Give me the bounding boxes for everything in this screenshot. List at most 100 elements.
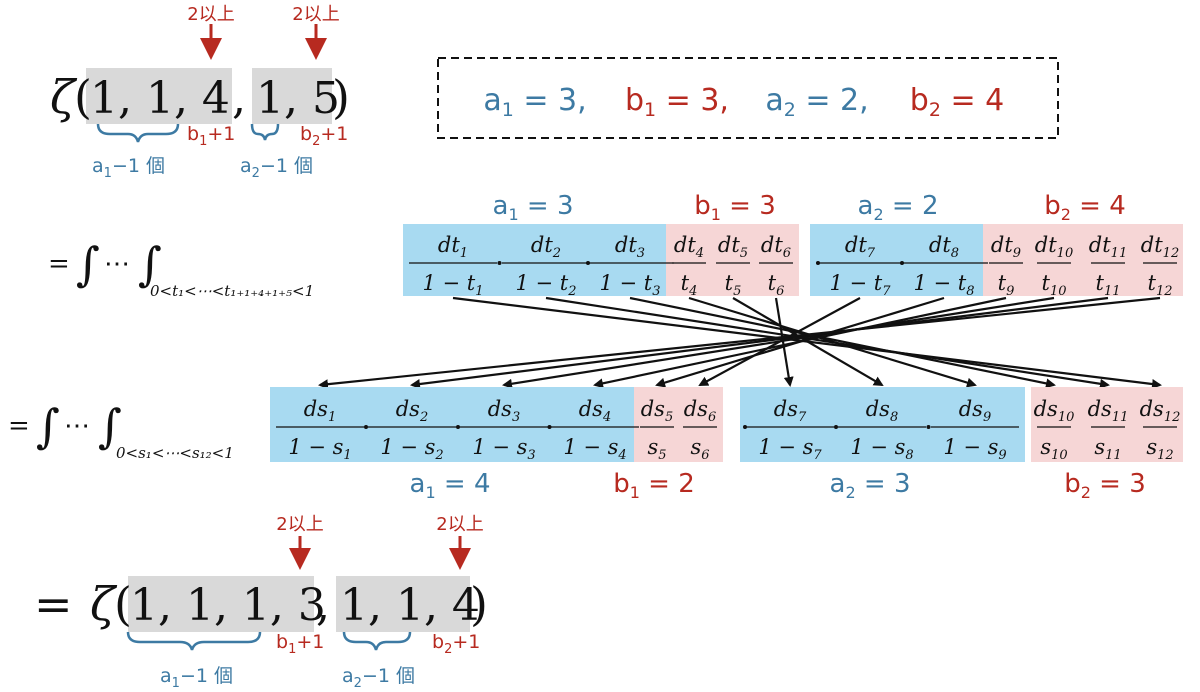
row1-group-box-3: [810, 224, 994, 296]
top-group1-highlight: [86, 68, 232, 124]
bottom-zeta-symbol: ζ: [90, 577, 118, 631]
fraction-denominator: 1 − t8: [913, 271, 974, 299]
arrow-t2-to-s11: [545, 296, 1110, 389]
fraction-numerator: ds5: [641, 397, 674, 425]
row1-fraction-2: dt2 1 − t2: [502, 233, 590, 299]
cdot: [364, 425, 368, 429]
fraction-denominator: 1 − t3: [599, 271, 660, 299]
top-marker-1: 2以上: [187, 4, 235, 60]
cdot: [497, 261, 502, 265]
fraction-numerator: ds10: [1034, 397, 1075, 425]
top-group1: 1, 1, 4: [90, 73, 230, 124]
fraction-denominator: s11: [1094, 435, 1121, 463]
row1-equals: =: [48, 249, 70, 279]
fraction-numerator: dt1: [438, 233, 468, 261]
fraction-numerator: dt2: [531, 233, 561, 261]
top-last2-label: b2+1: [300, 123, 348, 149]
fraction-numerator: ds1: [304, 397, 337, 425]
marker-arrowhead: [305, 38, 327, 60]
top-brace1-label: a1−1 個: [92, 155, 165, 181]
marker-label: 2以上: [276, 514, 323, 535]
bottom-marker-1: 2以上: [276, 514, 324, 570]
row2-fraction-8: ds8 1 − s8: [838, 397, 931, 463]
top-paren-open: (: [74, 70, 92, 124]
fraction-denominator: 1 − s2: [380, 435, 443, 463]
row2-fraction-2: ds2 1 − s2: [368, 397, 460, 463]
fraction-numerator: dt8: [929, 233, 959, 261]
bottom-group2: 1, 1, 4: [340, 580, 480, 631]
fraction-denominator: 1 − t7: [829, 271, 891, 299]
fraction-numerator: ds2: [396, 397, 429, 425]
row1-group-box-1: [403, 224, 680, 296]
fraction-denominator: t10: [1042, 271, 1067, 299]
cdot: [547, 425, 552, 429]
cdot: [743, 425, 747, 429]
fraction-denominator: 1 − s3: [472, 435, 535, 463]
top-zeta-symbol: ζ: [50, 70, 78, 124]
top-group2-highlight: [252, 68, 332, 124]
bottom-comma: ,: [316, 580, 330, 631]
top-last1-label: b1+1: [187, 123, 235, 149]
top-brace-1: [96, 123, 180, 143]
cdot: [926, 425, 931, 429]
marker-label: 2以上: [292, 4, 339, 25]
fraction-numerator: ds6: [684, 397, 717, 425]
fraction-numerator: dt7: [845, 233, 876, 261]
row2-cdots: ⋯: [64, 411, 90, 441]
row2-group-box-2: [634, 387, 723, 462]
row1-fraction-7: dt7 1 − t7: [816, 233, 904, 299]
top-paren-close: ): [332, 70, 350, 124]
row1-group-box-4: [983, 224, 1183, 296]
fraction-numerator: ds12: [1140, 397, 1181, 425]
arrow-t12-to-s1: [318, 296, 1161, 390]
row1-integral-sign-2: ∫: [138, 237, 162, 291]
fraction-numerator: dt11: [1089, 233, 1127, 261]
row2-fraction-1: ds11 − s1: [276, 397, 368, 463]
row1-fraction-8: dt8 1 − t8: [900, 233, 988, 299]
arrow-t10-to-s3: [502, 296, 1055, 389]
fraction-numerator: dt5: [718, 233, 748, 261]
row2-group-box-4: [1031, 387, 1183, 462]
bottom-equals: =: [34, 577, 73, 631]
fraction-numerator: dt6: [761, 233, 791, 261]
top-brace2-label: a2−1 個: [240, 155, 313, 181]
fraction-numerator: dt10: [1035, 233, 1073, 261]
bottom-group1-highlight: [128, 576, 314, 632]
cdot: [456, 425, 460, 429]
marker-arrowhead: [449, 548, 471, 570]
arrow-t9-to-s4: [593, 296, 1007, 389]
top-brace-2: [250, 123, 280, 141]
fraction-denominator: 1 − s9: [943, 435, 1006, 463]
row2-fraction-10: ds10 s10: [1034, 397, 1075, 463]
row2-label-3: a2 = 3: [830, 469, 911, 502]
row1-fraction-10: dt10 t10: [1035, 233, 1073, 299]
fraction-denominator: 1 − t1: [422, 271, 483, 299]
row2-integral-sign-2: ∫: [98, 399, 122, 453]
row1-cdots: ⋯: [104, 249, 130, 279]
fraction-denominator: 1 − s8: [850, 435, 913, 463]
marker-label: 2以上: [187, 4, 234, 25]
bottom-brace-1: [126, 631, 262, 651]
fraction-denominator: t4: [681, 271, 698, 299]
fraction-numerator: ds8: [866, 397, 899, 425]
fraction-numerator: dt3: [615, 233, 645, 261]
fraction-denominator: 1 − t2: [515, 271, 576, 299]
arrow-t11-to-s2: [410, 296, 1109, 389]
bottom-last1-label: b1+1: [276, 631, 324, 657]
row1-fraction-1: dt1 1 − t1: [409, 233, 502, 299]
mapping-arrows: [318, 296, 1162, 390]
row1-group-box-2: [666, 224, 799, 296]
fraction-denominator: s10: [1040, 435, 1067, 463]
